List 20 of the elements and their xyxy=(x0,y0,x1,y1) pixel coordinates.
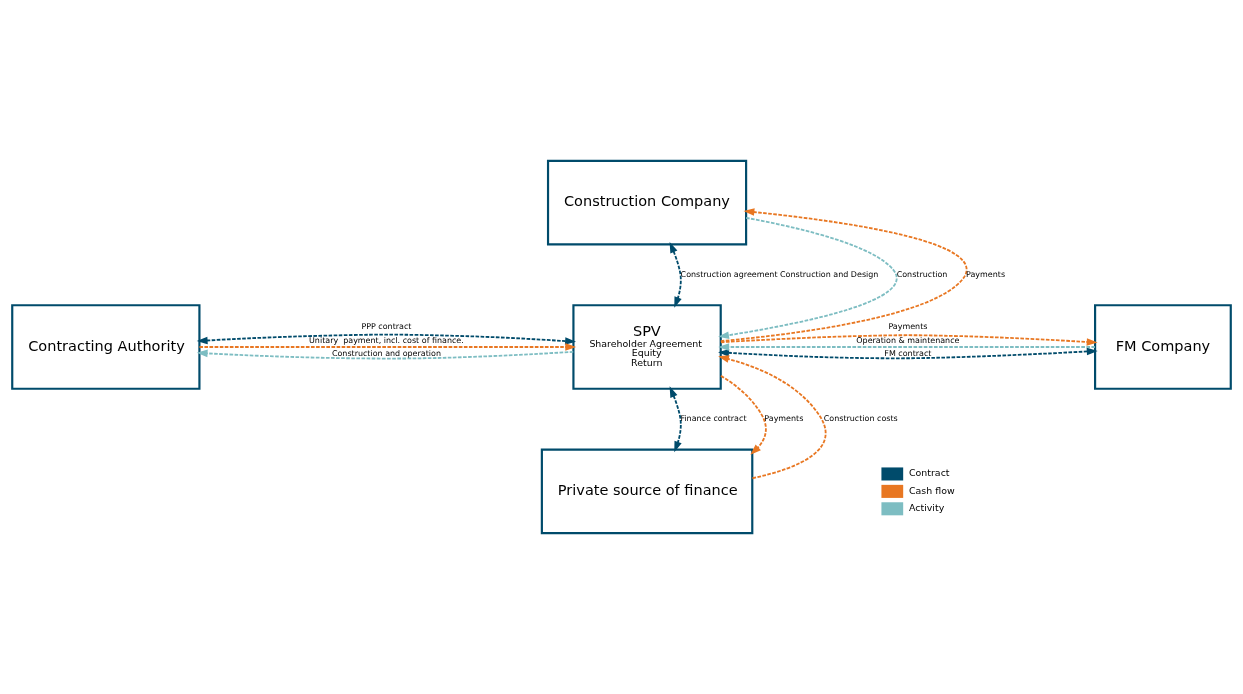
arrow xyxy=(720,374,767,455)
legend-label: Activity xyxy=(908,502,945,514)
arrow xyxy=(198,343,577,351)
node-box: Private source of finance xyxy=(540,448,754,535)
node-box: FM Company xyxy=(1094,304,1232,390)
node-box: SPV Shareholder Agreement Equity Return xyxy=(572,304,722,390)
arrow xyxy=(196,333,576,345)
arrow xyxy=(718,347,1098,360)
node-box: Construction Company xyxy=(546,159,748,246)
arrow xyxy=(669,242,682,308)
arrow xyxy=(720,334,1098,346)
arrow xyxy=(718,355,827,480)
arrow xyxy=(718,216,898,339)
arrow xyxy=(718,343,1096,351)
node-box: Contracting Authority xyxy=(11,304,201,390)
legend-label: Contract xyxy=(908,467,950,479)
arrow xyxy=(196,349,575,360)
arrow xyxy=(669,386,682,453)
legend-label: Cash flow xyxy=(908,484,955,496)
arrow xyxy=(719,208,968,342)
